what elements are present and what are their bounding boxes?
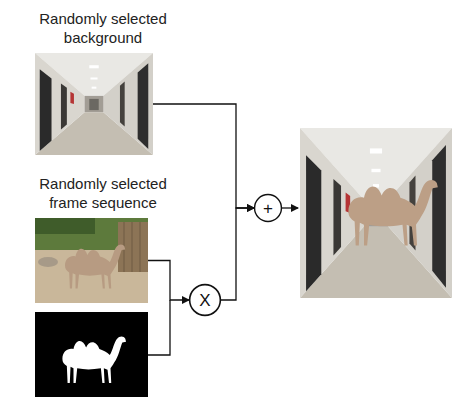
operator-symbol: X	[199, 292, 210, 309]
camel-mask	[35, 312, 148, 397]
operator-outline	[190, 285, 221, 316]
input-heading: Randomly selected background	[28, 9, 178, 47]
mask-wire	[148, 300, 170, 355]
composite-output	[300, 128, 452, 298]
hallway-photo	[35, 53, 153, 155]
operator-symbol: +	[263, 200, 273, 217]
input-heading: Randomly selected frame sequence	[28, 174, 178, 212]
camel-frame-photo	[35, 218, 148, 303]
multiply-operator: X	[189, 284, 221, 316]
operator-outline	[255, 195, 282, 222]
add-operator: +	[254, 194, 282, 222]
frame-input: Randomly selected frame sequence	[35, 218, 148, 303]
background-input: Randomly selected background	[35, 53, 153, 155]
signal-connector	[148, 261, 189, 301]
signal-connector	[221, 208, 254, 300]
output-arrow	[282, 207, 298, 208]
